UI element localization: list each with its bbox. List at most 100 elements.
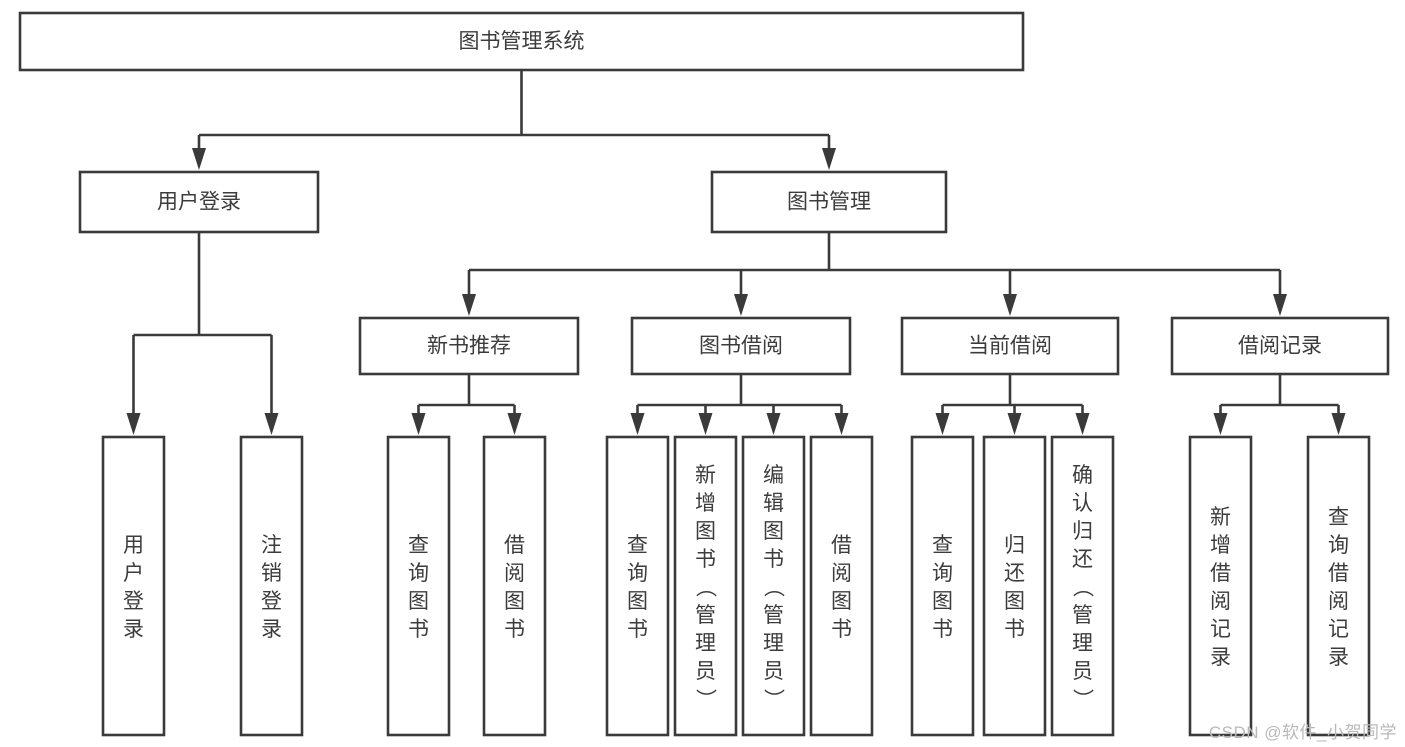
node-label: 图书管理 — [787, 191, 871, 214]
node-label: 用户登录 — [157, 191, 241, 214]
arrow-head-icon — [126, 413, 141, 435]
node-label-char: 询 — [1328, 534, 1349, 557]
node-box — [482, 435, 547, 737]
node-label-char: 员 — [1072, 660, 1093, 683]
nodes-layer: 图书管理系统用户登录用户登录注销登录图书管理新书推荐查询图书借阅图书图书借阅查询… — [18, 11, 1390, 737]
node-label-char: 登 — [123, 590, 144, 613]
node-box — [710, 170, 948, 234]
node-label-char: 管 — [1072, 604, 1093, 627]
arrow-head-icon — [734, 294, 748, 316]
arrow-head-icon — [1007, 413, 1022, 435]
node-label-char: 查 — [1328, 506, 1349, 529]
node-box — [673, 435, 738, 737]
node-box — [358, 316, 580, 376]
node-label-char: 增 — [695, 492, 716, 515]
arrow-head-icon — [1273, 294, 1287, 316]
node-label: 当前借阅 — [968, 335, 1052, 358]
arrow-head-icon — [507, 413, 522, 435]
node-label-char: （ — [694, 576, 717, 597]
node-label-char: 书 — [763, 548, 784, 571]
node-label-char: 理 — [695, 632, 716, 655]
node-label-char: 图 — [627, 590, 648, 613]
arrow-head-icon — [935, 413, 950, 435]
node-box — [605, 435, 670, 737]
arrow-head-icon — [192, 148, 206, 170]
node-label-char: 新 — [695, 464, 716, 487]
node-box — [741, 435, 806, 737]
node-box — [1170, 316, 1390, 376]
node-label-char: 理 — [763, 632, 784, 655]
node-label-char: 销 — [261, 562, 282, 585]
node-label-char: 询 — [408, 562, 429, 585]
node-label-char: 员 — [695, 660, 716, 683]
node-label-char: 借 — [1210, 562, 1231, 585]
node-label-char: 归 — [1072, 520, 1093, 543]
node-book-borrow[interactable]: 图书借阅 — [630, 316, 852, 376]
node-label-char: 用 — [123, 534, 144, 557]
node-root[interactable]: 图书管理系统 — [18, 11, 1025, 72]
node-label-char: 借 — [831, 534, 852, 557]
node-label-char: ） — [762, 688, 785, 709]
arrow-head-icon — [766, 413, 781, 435]
arrow-head-icon — [462, 294, 476, 316]
node-label-char: 管 — [763, 604, 784, 627]
node-label-char: 图 — [831, 590, 852, 613]
node-label-char: 增 — [1210, 534, 1231, 557]
node-label-char: 编 — [763, 464, 784, 487]
node-box — [900, 316, 1120, 376]
node-box — [910, 435, 975, 737]
arrow-head-icon — [1331, 413, 1346, 435]
node-box — [1050, 435, 1115, 737]
node-user-login[interactable]: 用户登录 — [78, 170, 320, 234]
node-label-char: 管 — [695, 604, 716, 627]
node-label-char: 询 — [932, 562, 953, 585]
node-label-char: 查 — [408, 534, 429, 557]
node-box — [78, 170, 320, 234]
node-box — [809, 435, 874, 737]
node-label-char: 还 — [1004, 562, 1025, 585]
node-label-char: 录 — [261, 618, 282, 641]
node-label-char: 阅 — [831, 562, 852, 585]
node-label-char: 书 — [932, 618, 953, 641]
node-new-book-recommend[interactable]: 新书推荐 — [358, 316, 580, 376]
node-box — [630, 316, 852, 376]
node-label-char: 阅 — [504, 562, 525, 585]
node-label-char: 户 — [123, 562, 144, 585]
arrow-head-icon — [1075, 413, 1090, 435]
edges-layer — [126, 70, 1346, 435]
node-label-char: 登 — [261, 590, 282, 613]
node-label-char: ） — [694, 688, 717, 709]
node-label-char: 图 — [504, 590, 525, 613]
node-box — [386, 435, 451, 737]
node-borrow-record[interactable]: 借阅记录 — [1170, 316, 1390, 376]
node-label-char: 借 — [1328, 562, 1349, 585]
node-label-char: 询 — [627, 562, 648, 585]
node-label-char: 查 — [932, 534, 953, 557]
node-label-char: 确 — [1072, 464, 1093, 487]
node-current-borrow[interactable]: 当前借阅 — [900, 316, 1120, 376]
node-label-char: 录 — [1210, 646, 1231, 669]
arrow-head-icon — [1003, 294, 1017, 316]
node-label-char: 查 — [627, 534, 648, 557]
node-label-char: 书 — [831, 618, 852, 641]
node-book-manage[interactable]: 图书管理 — [710, 170, 948, 234]
node-label-char: 还 — [1072, 548, 1093, 571]
node-label-char: 书 — [627, 618, 648, 641]
node-label-char: 图 — [1004, 590, 1025, 613]
node-label-char: 录 — [123, 618, 144, 641]
node-user-login-login[interactable]: 用户登录 — [101, 435, 166, 737]
node-label-char: 书 — [695, 548, 716, 571]
node-label-char: 图 — [763, 520, 784, 543]
